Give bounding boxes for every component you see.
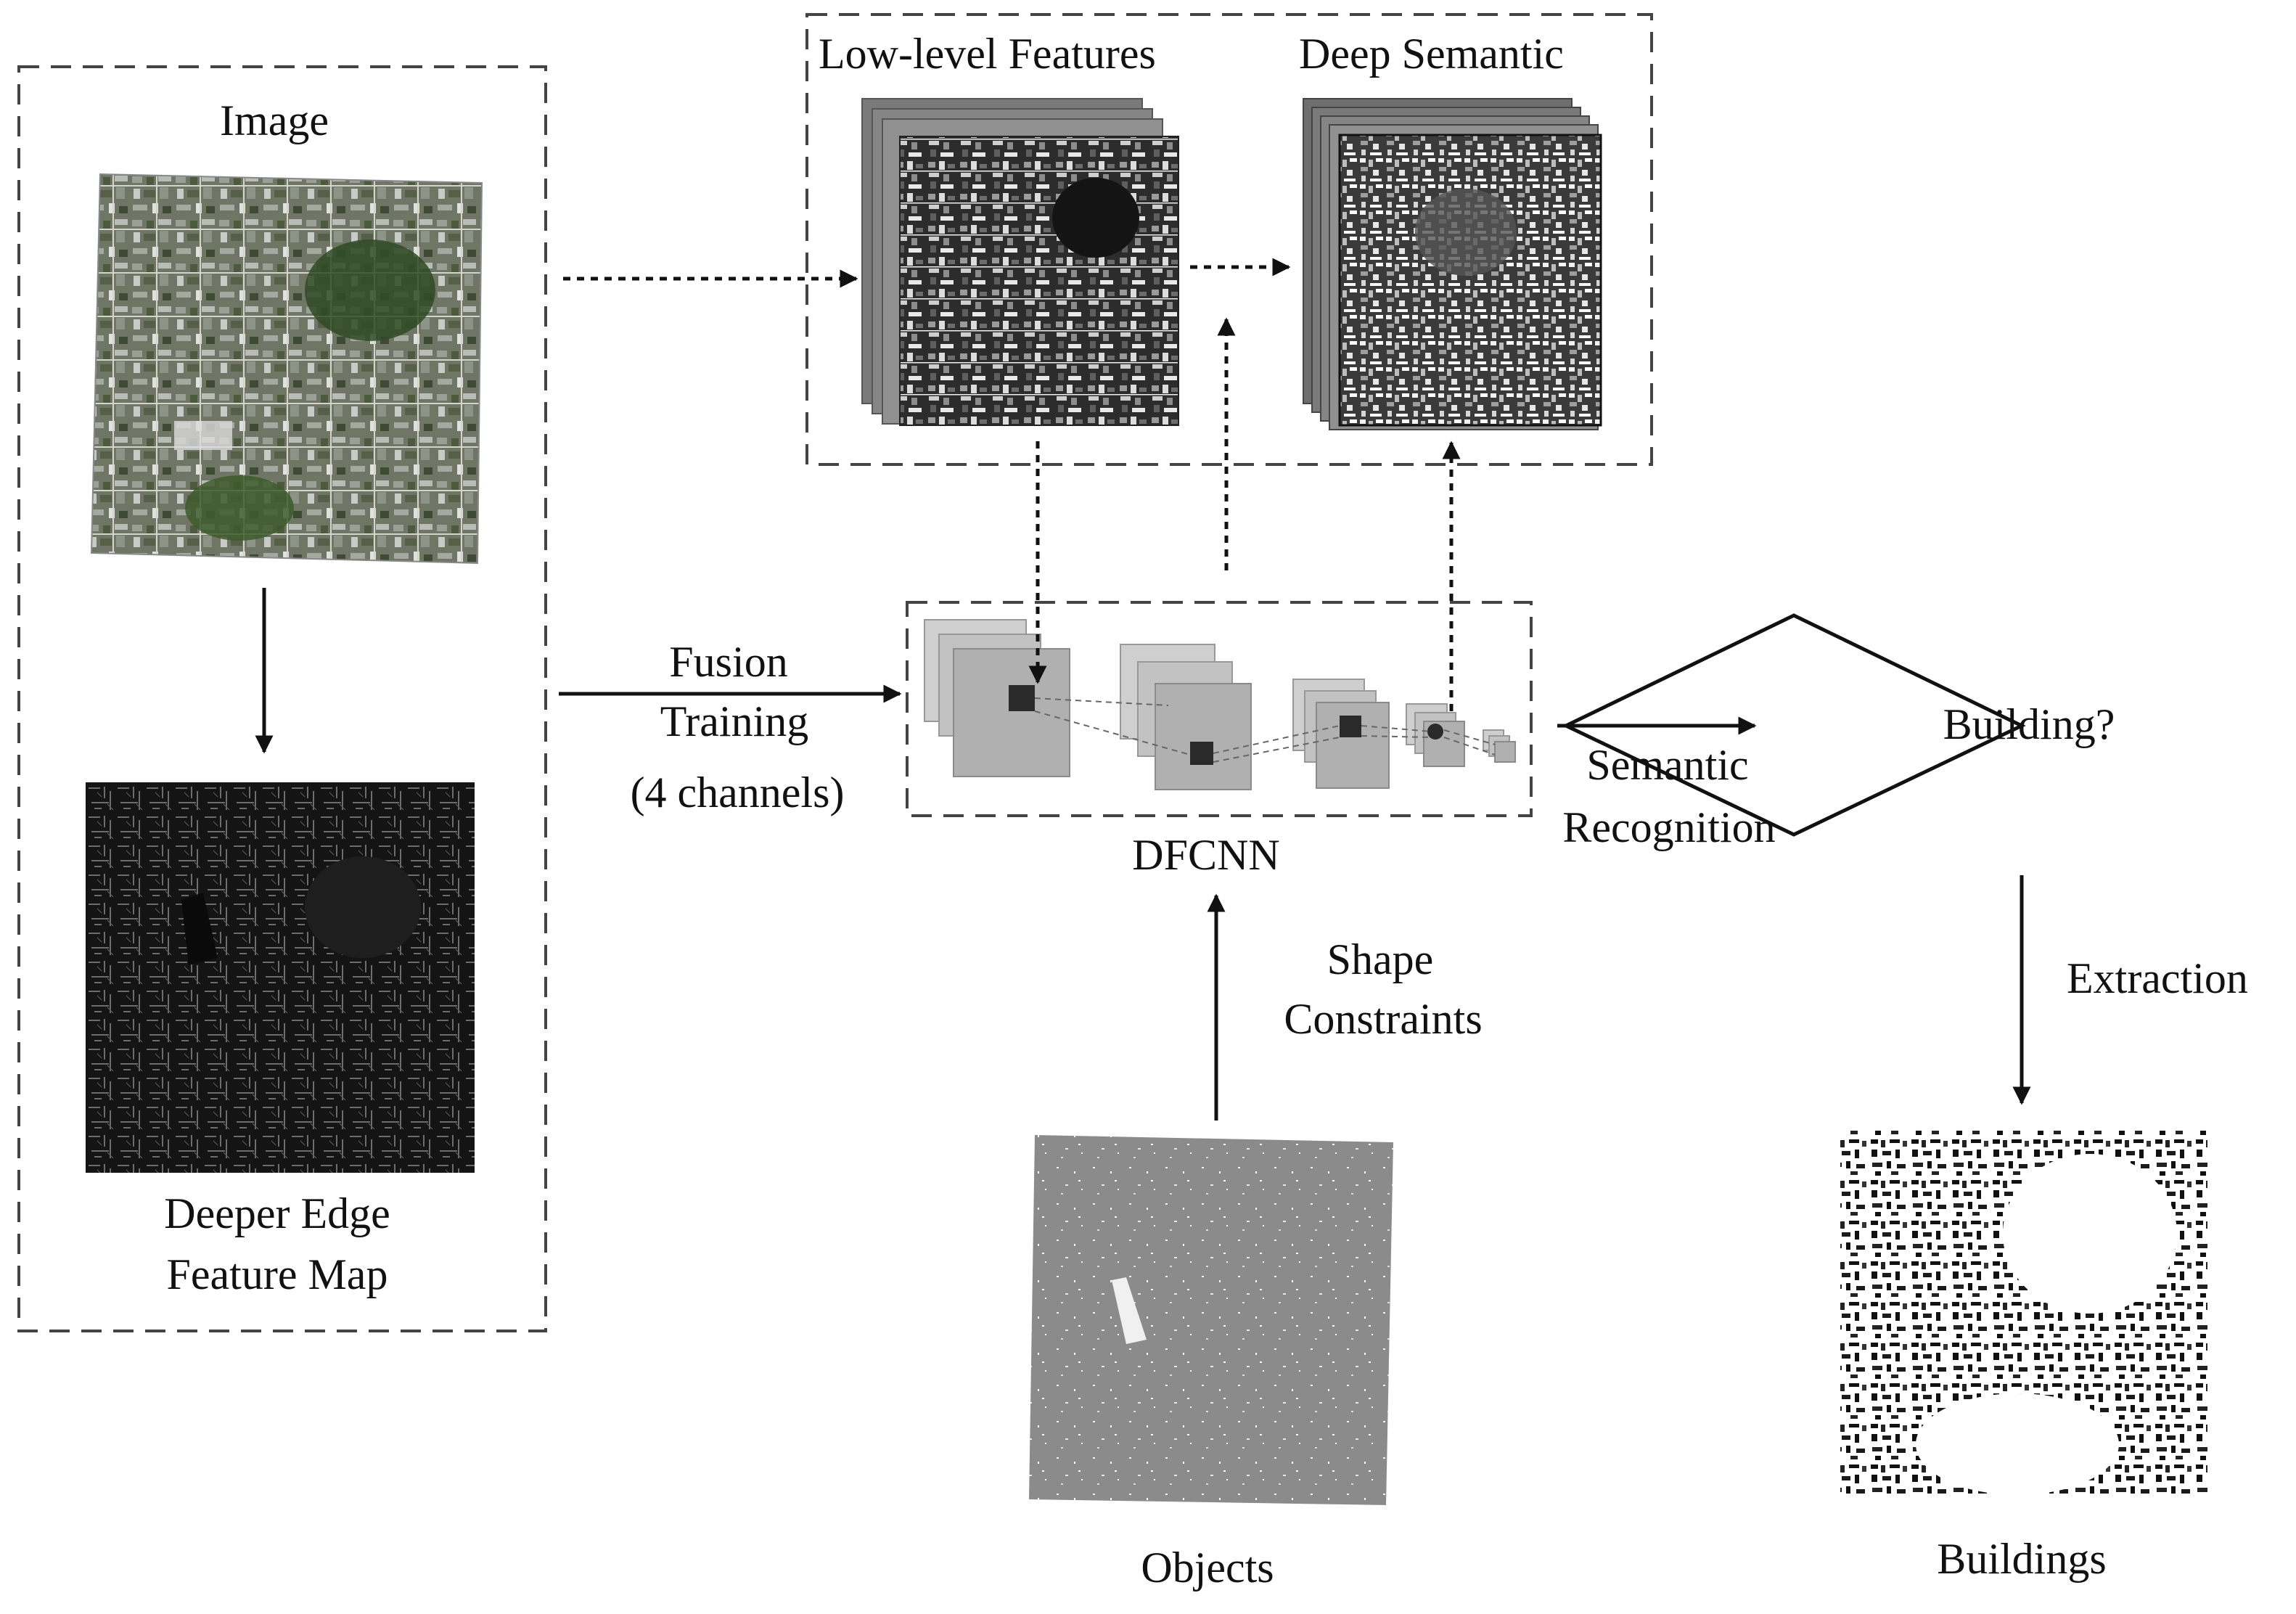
extraction-label: Extraction [2067, 954, 2248, 1002]
low-level-feature-stack [861, 98, 1179, 426]
deep-semantic-label: Deep Semantic [1299, 30, 1564, 78]
image-label: Image [220, 97, 329, 144]
features-panel-frame [805, 13, 1653, 466]
dfcnn-label: DFCNN [1132, 831, 1280, 879]
semantic-label-line2: Recognition [1562, 803, 1776, 851]
semantic-label-line1: Semantic [1586, 741, 1749, 789]
fusion-label-line2: Training [660, 697, 809, 745]
edge-map-label-line2: Feature Map [166, 1250, 388, 1298]
fusion-label-line3: (4 channels) [630, 769, 845, 816]
shape-label-line1: Shape [1327, 935, 1434, 983]
shape-label-line2: Constraints [1284, 995, 1483, 1043]
edge-map-label-line1: Deeper Edge [164, 1189, 390, 1237]
buildings-map [1840, 1131, 2207, 1496]
dfcnn-layers [924, 619, 1516, 790]
deep-semantic-stack [1303, 98, 1602, 430]
satellite-image [90, 173, 483, 565]
fusion-label-line1: Fusion [669, 638, 788, 686]
buildings-label: Buildings [1937, 1535, 2107, 1583]
input-panel-frame [17, 65, 547, 1332]
objects-map [1029, 1135, 1393, 1505]
edge-feature-map [86, 782, 475, 1173]
building-decision-diamond [1562, 613, 2026, 837]
dfcnn-frame [906, 601, 1533, 817]
objects-label: Objects [1141, 1544, 1274, 1592]
decision-label: Building? [1943, 700, 2115, 748]
low-level-features-label: Low-level Features [819, 30, 1156, 78]
